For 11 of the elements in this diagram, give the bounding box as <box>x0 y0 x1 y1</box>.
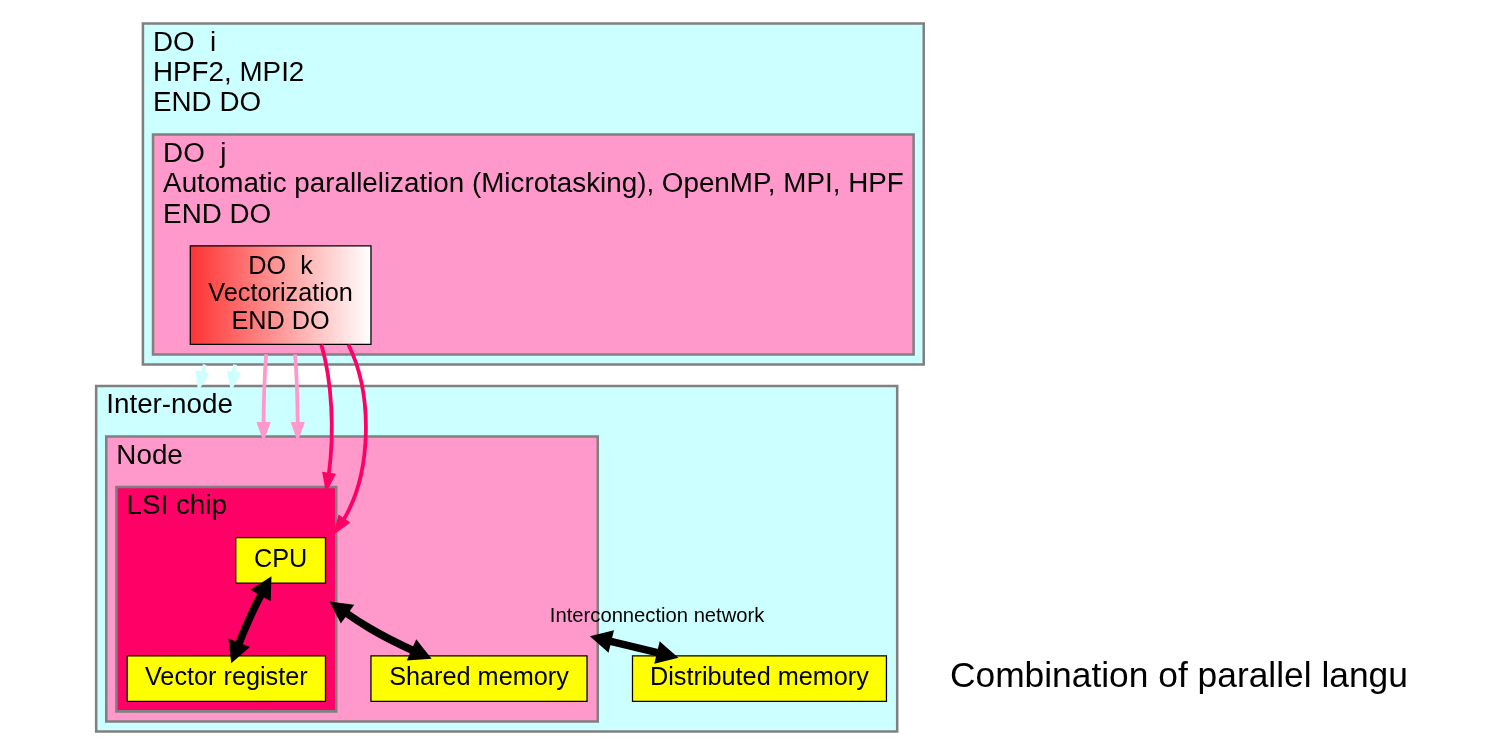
node-box: Shared memory <box>369 655 588 702</box>
arrow <box>589 630 678 664</box>
edge-label: Interconnection network <box>549 604 764 627</box>
node-box: Distributed memory <box>631 655 887 702</box>
node-box: DO k Vectorization END DO <box>189 245 372 345</box>
arrow <box>332 343 368 536</box>
arrow <box>329 601 432 661</box>
arrow <box>227 576 271 664</box>
node-box: Vector register <box>126 655 326 702</box>
node-box: CPU <box>234 537 326 584</box>
label: Combination of parallel langu <box>949 655 1408 695</box>
